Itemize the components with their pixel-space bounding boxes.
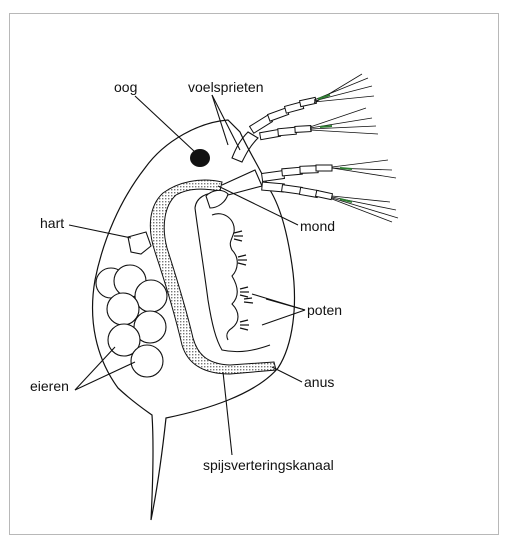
- label-eggs: eieren: [30, 378, 69, 394]
- egg-cluster: [96, 265, 167, 377]
- anus-leader: [272, 367, 302, 382]
- legs-leader-3: [262, 310, 305, 325]
- heart-shape: [128, 232, 151, 254]
- gut-leader: [223, 372, 232, 455]
- upper-antenna-setae: [310, 74, 378, 134]
- legs-leader-2: [266, 299, 305, 310]
- label-mouth: mond: [300, 218, 335, 234]
- mouth-region: [206, 190, 228, 208]
- heart-leader: [69, 225, 131, 238]
- upper-antenna: [250, 97, 317, 139]
- label-anus: anus: [304, 374, 334, 390]
- digestive-canal: [150, 180, 276, 374]
- leg-bristles: [234, 231, 253, 330]
- label-eye: oog: [114, 79, 137, 95]
- lower-antenna-setae: [332, 160, 398, 222]
- antenna-leader-1: [212, 95, 240, 150]
- label-heart: hart: [40, 215, 64, 231]
- eye-leader: [135, 96, 195, 152]
- eye-spot: [190, 149, 210, 167]
- label-legs: poten: [307, 302, 342, 318]
- label-gut: spijsverteringskanaal: [203, 457, 334, 473]
- label-antennae: voelsprieten: [188, 79, 264, 95]
- eggs-leader-1: [75, 347, 115, 390]
